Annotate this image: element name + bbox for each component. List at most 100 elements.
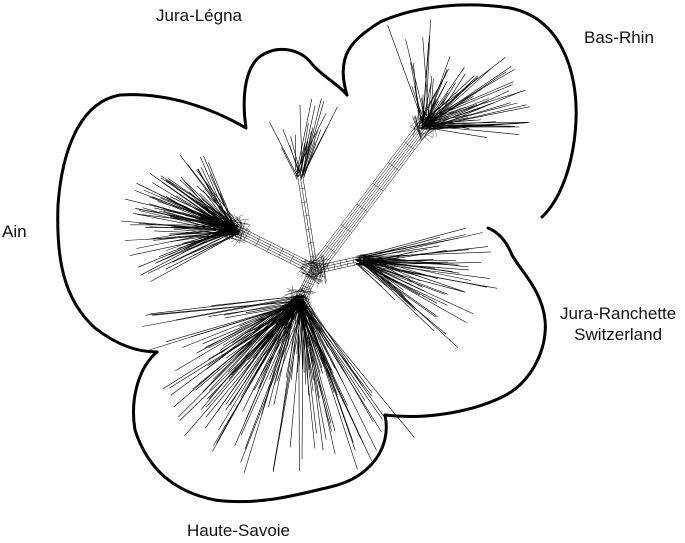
network-branch	[182, 212, 235, 231]
network-branch	[420, 125, 428, 130]
outline-jura-legna	[242, 47, 349, 130]
network-branch	[269, 121, 298, 176]
network-branch	[230, 213, 252, 233]
network-branch	[297, 252, 320, 274]
outline-jura-ranchette	[383, 226, 547, 418]
network-branch	[301, 201, 307, 203]
network-branch	[362, 260, 435, 269]
network-branch	[314, 124, 426, 271]
network-branch	[239, 217, 245, 240]
network-branch	[175, 297, 298, 372]
network-branches	[121, 19, 530, 473]
network-branch	[412, 109, 420, 137]
network-branch	[420, 84, 513, 123]
network-branch	[303, 294, 305, 307]
network-branch	[145, 300, 296, 316]
network-branch	[218, 301, 296, 431]
region-label-bas-rhin: Bas-Rhin	[584, 28, 654, 47]
network-branch	[299, 174, 316, 271]
network-branch	[248, 297, 296, 338]
network-branch	[363, 232, 483, 260]
network-branch	[313, 123, 424, 269]
network-branch	[299, 300, 327, 440]
network-branch	[150, 232, 240, 282]
network-branch	[420, 95, 474, 128]
network-branch	[200, 167, 232, 230]
network-branch	[160, 175, 239, 226]
network-branch	[315, 260, 361, 272]
network-branch	[207, 304, 304, 366]
network-branch	[429, 82, 456, 126]
region-label-line-1: Jura-Ranchette	[560, 304, 677, 323]
network-branch	[219, 219, 250, 222]
network-branch	[364, 234, 466, 258]
network-branch	[286, 288, 316, 293]
network-branch	[306, 228, 312, 230]
network-branch	[309, 120, 420, 267]
network-branch	[421, 102, 518, 129]
network-branch	[299, 188, 305, 190]
network-branch	[268, 300, 297, 408]
network-branch	[320, 264, 323, 273]
network-branch	[302, 174, 318, 270]
network-branch	[303, 98, 322, 172]
network-branch	[147, 231, 234, 274]
network-branch	[235, 227, 317, 269]
network-branch	[302, 271, 318, 302]
network-branch	[180, 176, 231, 235]
network-branch	[295, 291, 310, 300]
cluster-outlines	[56, 3, 578, 504]
network-branch	[357, 263, 396, 301]
network-branch	[304, 304, 377, 451]
network-branch	[355, 251, 492, 258]
network-branch	[152, 301, 297, 316]
region-label-ain: Ain	[2, 222, 27, 241]
network-branch	[339, 260, 342, 268]
network-branch	[230, 228, 249, 243]
network-branch	[325, 245, 337, 254]
outline-ain	[56, 93, 248, 354]
network-branch	[168, 227, 231, 256]
network-branch	[304, 301, 329, 348]
network-branch	[296, 142, 306, 180]
network-branch	[165, 180, 237, 234]
network-branch	[314, 263, 321, 273]
network-branch	[424, 90, 526, 123]
network-branch	[300, 131, 312, 180]
network-branch	[301, 301, 339, 363]
network-branch	[230, 226, 234, 236]
network-branch	[229, 224, 239, 230]
network-branch	[362, 261, 449, 264]
network-branch	[224, 300, 296, 316]
network-branch	[166, 224, 236, 251]
network-branch	[232, 234, 313, 275]
network-branch	[422, 109, 440, 130]
network-branch	[361, 261, 491, 279]
network-branch	[298, 296, 300, 472]
network-branch	[305, 260, 328, 266]
network-branch	[209, 174, 234, 226]
network-branch	[233, 231, 315, 273]
network-branch	[195, 218, 231, 232]
network-branch	[233, 213, 251, 236]
network-branch	[303, 129, 321, 178]
network-branch	[129, 231, 240, 256]
network-branch	[429, 66, 512, 123]
network-branch	[303, 294, 305, 306]
network-branch	[228, 224, 234, 238]
network-branch	[266, 242, 272, 252]
network-branch	[255, 236, 261, 246]
network-branch	[304, 304, 388, 422]
network-branch	[289, 285, 293, 313]
region-label-jura-ranchette-switzerland: Jura-Ranchette Switzerland	[560, 303, 676, 345]
network-branch	[428, 91, 522, 131]
network-branch	[288, 289, 314, 294]
network-branch	[296, 302, 332, 432]
network-branch	[179, 303, 302, 421]
network-branch	[311, 122, 422, 268]
network-branch	[352, 257, 355, 266]
network-branch	[363, 256, 465, 293]
network-branch	[422, 121, 430, 125]
network-branch	[359, 261, 454, 264]
network-branch	[308, 271, 319, 276]
